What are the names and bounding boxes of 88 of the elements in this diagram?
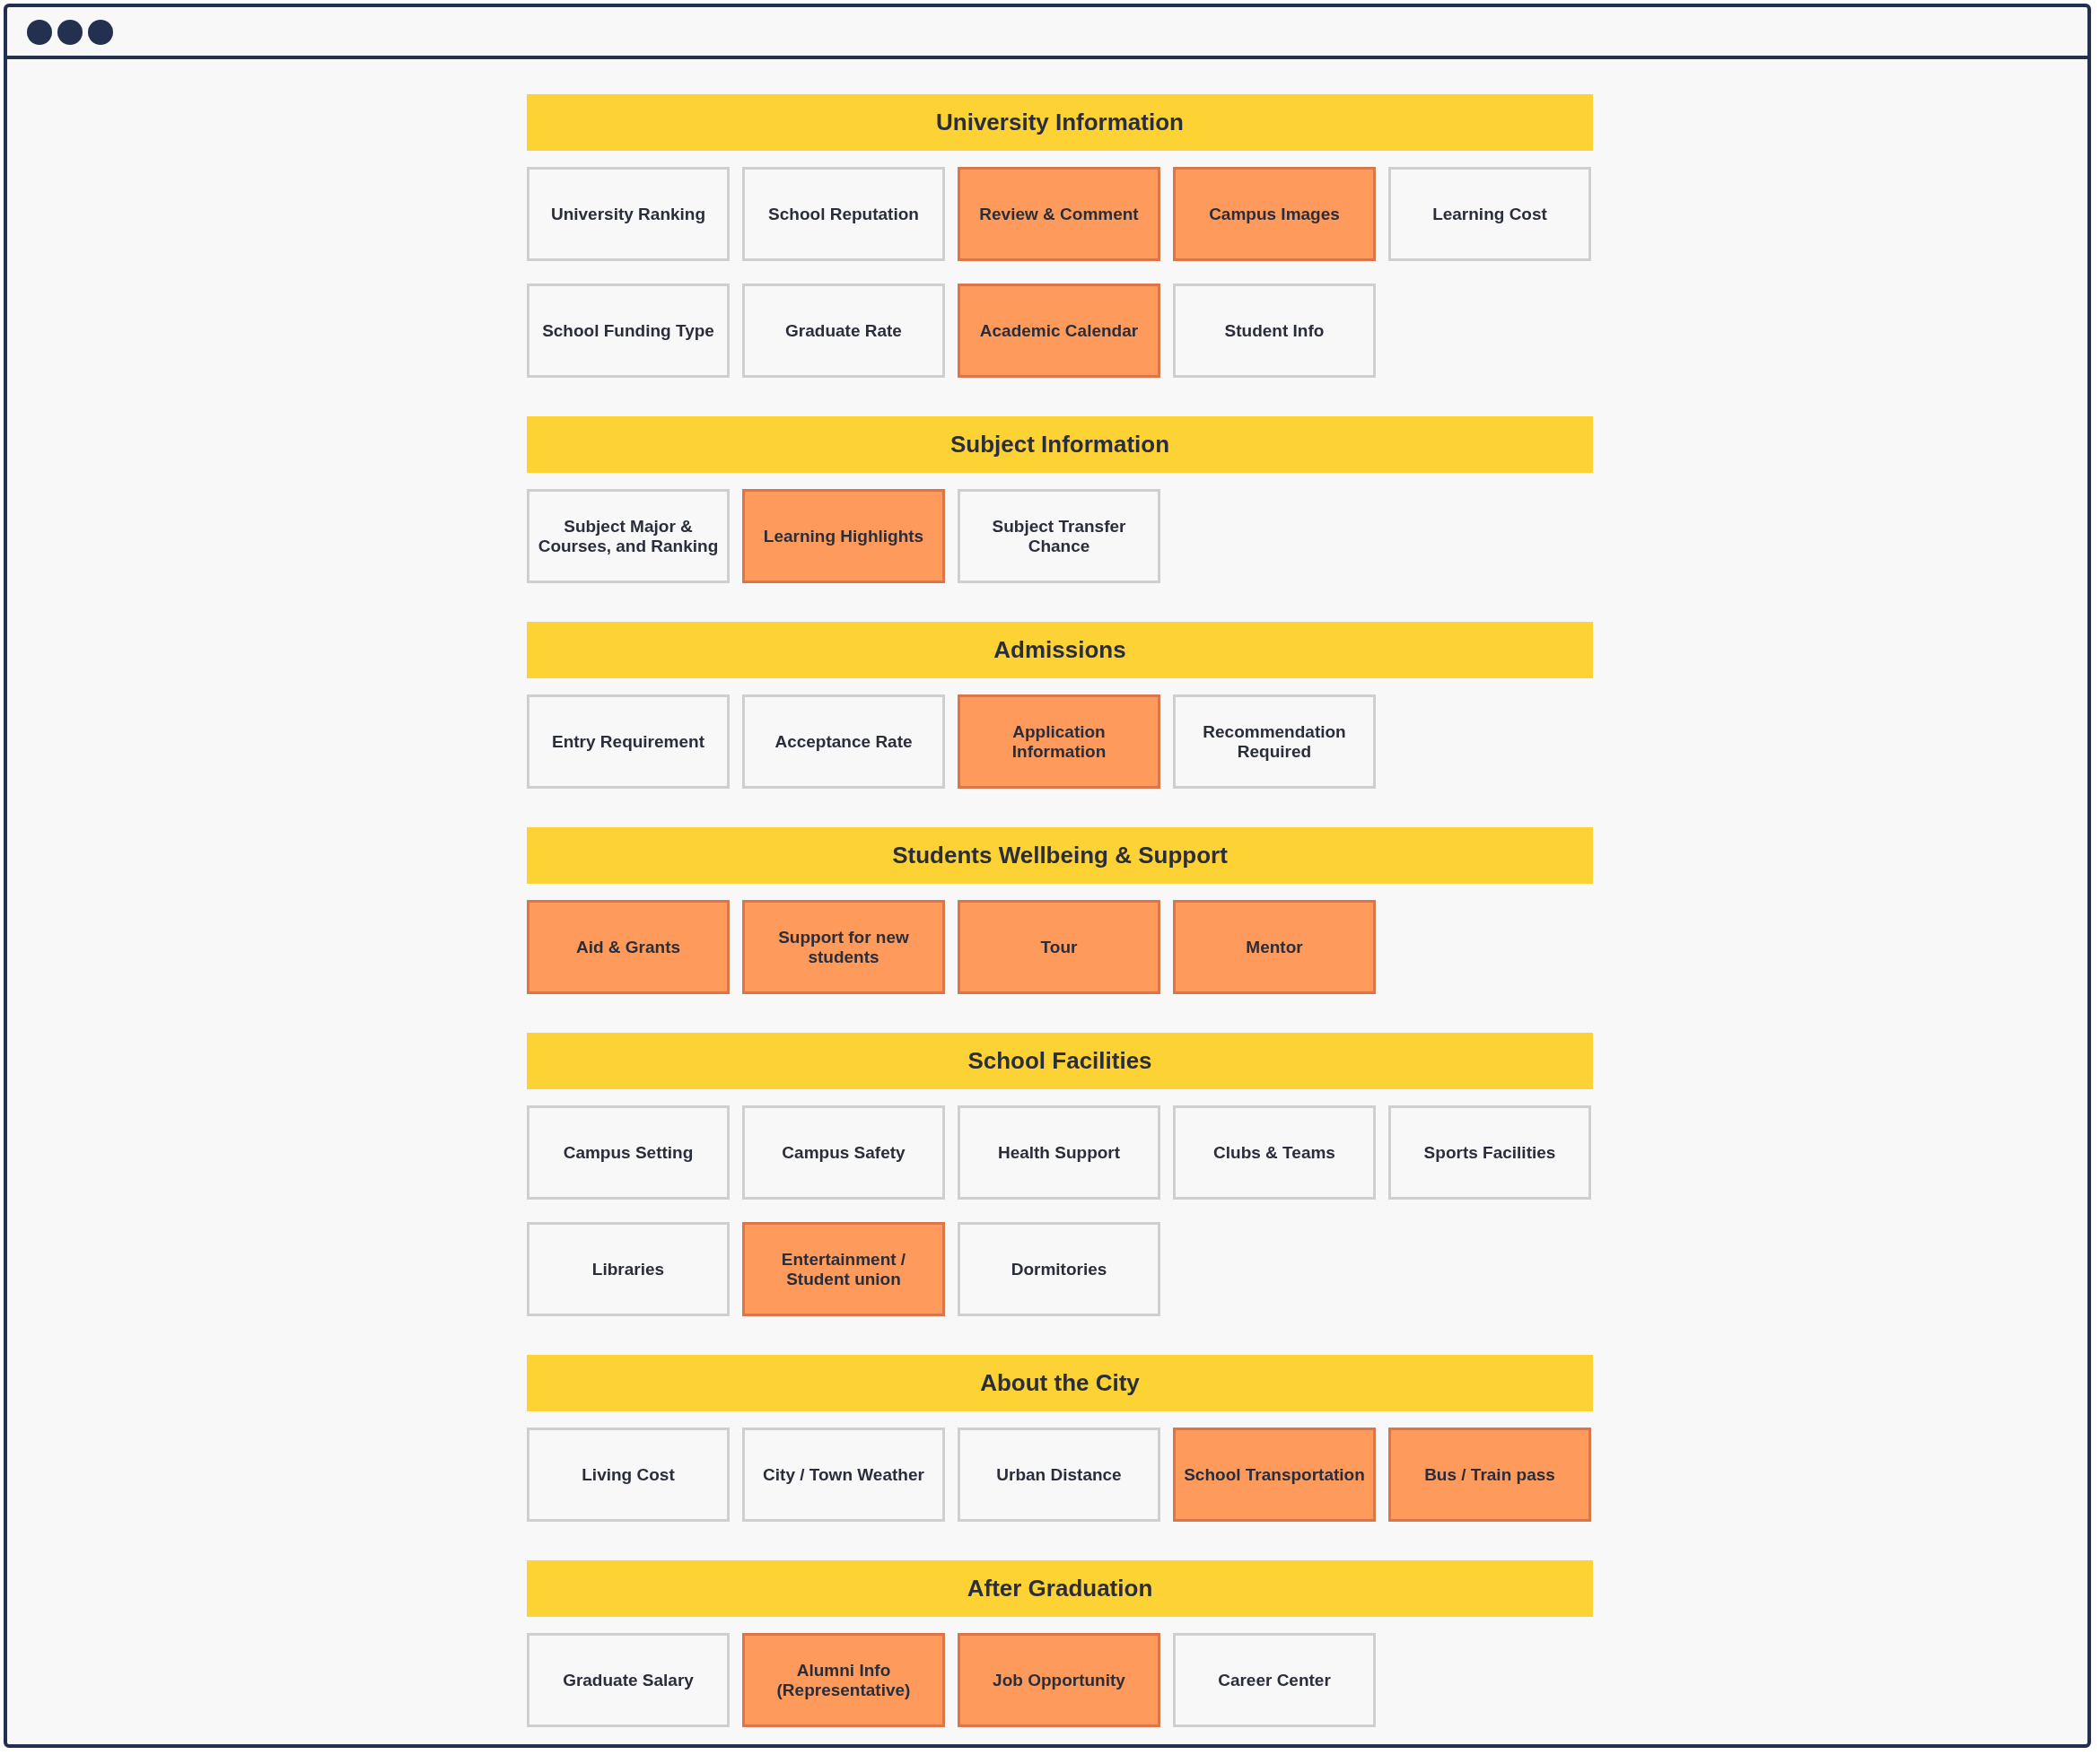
- topic-label: Health Support: [997, 1142, 1121, 1163]
- topic-label: Learning Cost: [1432, 204, 1547, 224]
- topic-label: Bus / Train pass: [1424, 1464, 1555, 1485]
- topic-label: Review & Comment: [979, 204, 1139, 224]
- highlighted-topic-card: [742, 1633, 945, 1727]
- topic-label: City / Town Weather: [763, 1464, 924, 1485]
- topic-label: Learning Highlights: [763, 526, 924, 546]
- topic-card: [1388, 167, 1591, 261]
- topic-label: Dormitories: [1011, 1259, 1107, 1279]
- highlighted-topic-card: [958, 1633, 1160, 1727]
- highlighted-topic-card: [1388, 1428, 1591, 1522]
- topic-label: Campus Images: [1209, 204, 1340, 224]
- highlighted-topic-card: [742, 489, 945, 583]
- topic-label: Entertainment / Student union: [780, 1249, 907, 1289]
- highlighted-topic-card: [1173, 900, 1376, 994]
- topic-card: [958, 1428, 1160, 1522]
- highlighted-topic-card: [742, 900, 945, 994]
- topic-card: [742, 284, 945, 378]
- topic-label: Urban Distance: [996, 1464, 1122, 1485]
- topic-label: Academic Calendar: [979, 320, 1139, 341]
- topic-label: Living Cost: [582, 1464, 675, 1485]
- topic-label: Acceptance Rate: [774, 731, 913, 752]
- topic-label: Sports Facilities: [1423, 1142, 1556, 1163]
- topic-label: School Funding Type: [542, 320, 714, 341]
- topic-card: [527, 284, 730, 378]
- topic-label: Student Info: [1224, 320, 1325, 341]
- topic-label: Aid & Grants: [575, 937, 681, 957]
- section-title: Admissions: [993, 636, 1126, 664]
- section-header-band: [527, 1355, 1593, 1411]
- topic-label: Subject Transfer Chance: [991, 516, 1127, 556]
- section-title: School Facilities: [967, 1047, 1152, 1075]
- topic-card: [527, 1428, 730, 1522]
- section-header-band: [527, 1033, 1593, 1089]
- highlighted-topic-card: [742, 1222, 945, 1316]
- highlighted-topic-card: [958, 167, 1160, 261]
- topic-label: Alumni Info (Representative): [775, 1660, 912, 1700]
- topic-card: [527, 694, 730, 789]
- topic-label: Graduate Salary: [563, 1670, 694, 1690]
- section-header-band: [527, 1560, 1593, 1617]
- topic-card: [1388, 1105, 1591, 1200]
- topic-label: Job Opportunity: [993, 1670, 1125, 1690]
- section-header-band: [527, 622, 1593, 678]
- topic-card: [742, 694, 945, 789]
- topic-label: Subject Major & Courses, and Ranking: [537, 516, 720, 556]
- highlighted-topic-card: [958, 284, 1160, 378]
- topic-card: [1173, 284, 1376, 378]
- topic-card: [958, 1222, 1160, 1316]
- topic-card: [527, 1222, 730, 1316]
- topic-label: Entry Requirement: [552, 731, 704, 752]
- topic-label: Tour: [1040, 937, 1078, 957]
- section-header-band: [527, 416, 1593, 473]
- topic-card: [1173, 1633, 1376, 1727]
- topic-label: Libraries: [591, 1259, 665, 1279]
- section-title: University Information: [936, 109, 1184, 136]
- topic-card: [1173, 1105, 1376, 1200]
- highlighted-topic-card: [958, 900, 1160, 994]
- topic-card: [527, 489, 730, 583]
- highlighted-topic-card: [958, 694, 1160, 789]
- section-header-band: [527, 827, 1593, 884]
- topic-card: [527, 167, 730, 261]
- highlighted-topic-card: [1173, 167, 1376, 261]
- topic-card: [958, 1105, 1160, 1200]
- topic-card: [958, 489, 1160, 583]
- section-header-band: [527, 94, 1593, 151]
- topic-label: School Transportation: [1184, 1464, 1365, 1485]
- topic-label: Application Information: [1011, 721, 1107, 762]
- highlighted-topic-card: [527, 900, 730, 994]
- topic-label: Career Center: [1218, 1670, 1331, 1690]
- topic-card: [527, 1633, 730, 1727]
- topic-card: [1173, 694, 1376, 789]
- topic-label: Campus Setting: [563, 1142, 694, 1163]
- highlighted-topic-card: [1173, 1428, 1376, 1522]
- section-title: Students Wellbeing & Support: [892, 842, 1228, 869]
- topic-label: Recommendation Required: [1202, 721, 1347, 762]
- topic-label: Support for new students: [777, 927, 910, 967]
- topic-card: [742, 167, 945, 261]
- topic-label: Graduate Rate: [785, 320, 902, 341]
- section-title: After Graduation: [967, 1575, 1153, 1602]
- topic-card: [527, 1105, 730, 1200]
- topic-label: Campus Safety: [782, 1142, 906, 1163]
- section-title: Subject Information: [949, 431, 1170, 458]
- topic-label: University Ranking: [550, 204, 706, 224]
- topic-card: [742, 1428, 945, 1522]
- section-title: About the City: [980, 1369, 1140, 1397]
- topic-label: Mentor: [1246, 937, 1303, 957]
- topic-label: Clubs & Teams: [1213, 1142, 1335, 1163]
- topic-card: [742, 1105, 945, 1200]
- topic-label: School Reputation: [768, 204, 919, 224]
